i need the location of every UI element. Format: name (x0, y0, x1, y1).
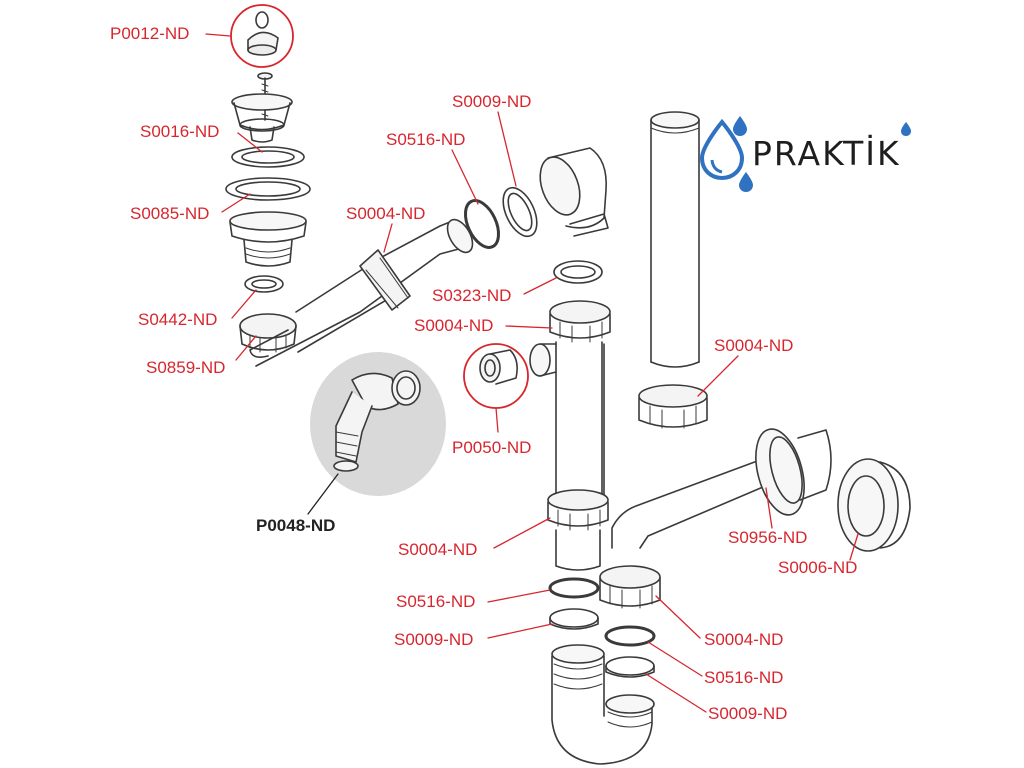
leader-s0006 (849, 533, 859, 561)
leader-s0085 (221, 193, 251, 213)
label-s0516-c: S0516-ND (704, 668, 784, 687)
leader-s0516-a (451, 149, 479, 205)
drain-grate-part (231, 93, 293, 143)
water-drop-highlight-icon (710, 159, 723, 174)
gasket-s0516-left-part (548, 577, 600, 599)
label-s0006: S0006-ND (778, 558, 858, 577)
gasket-s0009-top-part (502, 186, 538, 238)
gasket-s0516-right-part (604, 625, 656, 647)
label-p0050: P0050-ND (452, 438, 532, 457)
union-nut-lower-part (599, 565, 661, 609)
water-drop-large-icon (700, 118, 745, 181)
leader-s0323 (523, 277, 557, 295)
label-s0004-d: S0004-ND (714, 336, 794, 355)
label-s0516-a: S0516-ND (386, 130, 466, 149)
leader-s0009-b (487, 623, 553, 639)
gasket-s0016-part (231, 146, 305, 168)
side-spigot-part (529, 343, 557, 377)
hose-adaptor-p0048-part (333, 370, 421, 472)
label-s0004-c: S0004-ND (398, 540, 478, 559)
water-drop-small-top-icon (733, 116, 747, 136)
label-s0004-b: S0004-ND (414, 316, 494, 335)
label-s0956: S0956-ND (728, 528, 808, 547)
tall-pipe-part (650, 111, 700, 368)
leader-p0012 (205, 33, 231, 37)
leader-p0050 (495, 407, 499, 433)
water-drop-accent-icon (901, 122, 911, 136)
praktik-logo (700, 116, 911, 192)
label-s0016: S0016-ND (140, 122, 220, 141)
label-s0085: S0085-ND (130, 204, 210, 223)
leader-s0516-b (487, 589, 551, 603)
leader-s0016 (237, 132, 263, 153)
gasket-s0442-part (244, 275, 284, 293)
leader-s0516-c (647, 641, 703, 677)
leader-s0442 (231, 289, 257, 319)
union-nut-s0859-part (239, 313, 297, 353)
label-p0048: P0048-ND (256, 516, 336, 535)
outlet-body-part (229, 211, 307, 267)
gasket-s0009-right-part (605, 656, 655, 678)
gasket-s0323-part (553, 260, 603, 284)
leader-p0048 (307, 473, 339, 515)
leader-lines (205, 33, 859, 713)
label-s0442: S0442-ND (138, 310, 218, 329)
vertical-pipe-part (555, 341, 605, 501)
water-drop-small-bottom-icon (739, 172, 753, 192)
leader-s0956 (765, 487, 773, 529)
union-nut-right-part (638, 384, 708, 429)
label-s0004-e: S0004-ND (704, 630, 784, 649)
gasket-s0516-top-part (463, 199, 501, 249)
leader-s0004-e (655, 595, 701, 639)
label-p0012: P0012-ND (110, 24, 190, 43)
leader-s0859 (235, 335, 257, 361)
union-nut-pipe-part (359, 249, 411, 311)
leader-s0009-a (497, 111, 517, 187)
adaptor-p0050-part (479, 349, 518, 385)
label-s0009-c: S0009-ND (708, 704, 788, 723)
leader-s0004-a (383, 223, 393, 253)
u-trap-part (551, 644, 655, 765)
label-s0323: S0323-ND (432, 286, 512, 305)
elbow-part (539, 147, 609, 237)
brand-name: PRAKTİK (752, 134, 901, 173)
wall-rosette-part (837, 458, 911, 552)
stopper-part (247, 11, 279, 56)
leader-s0009-c (645, 673, 707, 713)
gasket-s0009-left-part (549, 608, 599, 630)
label-s0859: S0859-ND (146, 358, 226, 377)
union-nut-vertical-top-part (549, 300, 611, 343)
overflow-pipe-part (249, 218, 474, 367)
leader-s0004-b (505, 325, 553, 329)
label-s0004-a: S0004-ND (346, 204, 426, 223)
leader-s0004-d (697, 355, 739, 397)
p0012-highlight-circle (230, 4, 294, 68)
lower-pipe-stub-part (555, 529, 601, 571)
label-s0009-a: S0009-ND (452, 92, 532, 111)
union-nut-vertical-mid-part (547, 489, 609, 531)
leader-s0004-c (493, 517, 551, 549)
label-s0516-b: S0516-ND (396, 592, 476, 611)
label-s0009-b: S0009-ND (394, 630, 474, 649)
gasket-s0085-part (225, 177, 311, 201)
outlet-pipe-angled-part (611, 428, 832, 549)
